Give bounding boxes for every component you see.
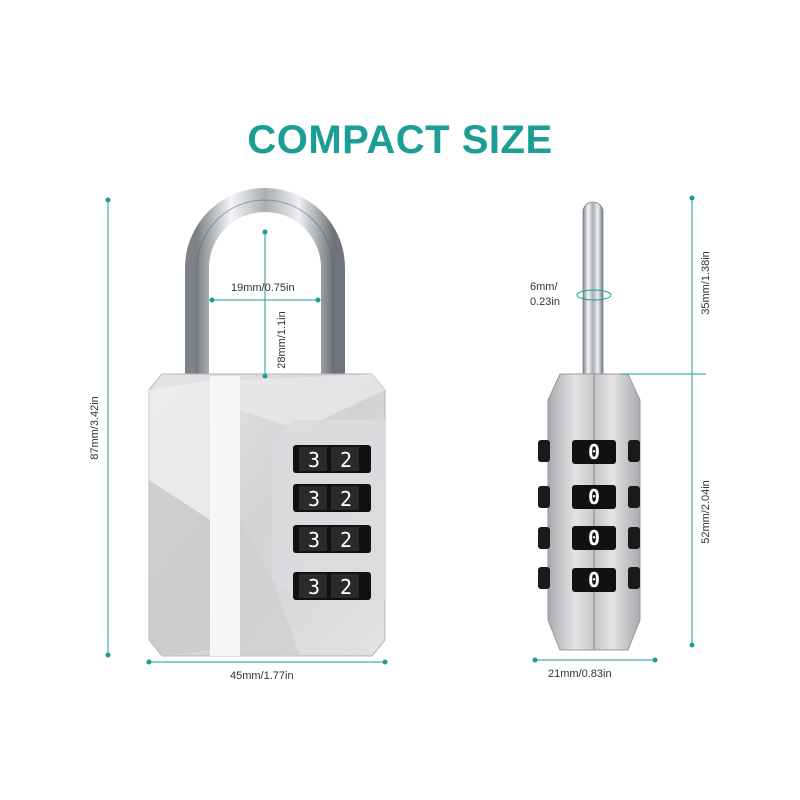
front-dial-3: 3 2 [293,525,371,553]
side-shackle-diameter-label-line2: 0.23in [530,296,560,308]
svg-text:2: 2 [340,528,352,552]
front-shackle-width-label: 19mm/0.75in [231,282,295,294]
side-body-height-label: 52mm/2.04in [700,480,712,544]
side-depth-label: 21mm/0.83in [548,668,612,680]
front-dial-1-digits-left: 3 [308,448,320,472]
side-dial-4: 0 [572,568,616,592]
front-dimension-lines [105,197,388,665]
side-dial-1: 0 [572,440,616,464]
side-shackle [582,201,604,377]
front-total-height-label: 87mm/3.42in [89,396,101,460]
front-dial-2: 3 2 [293,484,371,512]
side-dial-2: 0 [572,485,616,509]
page-title: COMPACT SIZE [247,118,553,162]
front-dial-1-digits-right: 2 [340,448,352,472]
svg-text:0: 0 [588,440,600,464]
svg-text:2: 2 [340,575,352,599]
side-shackle-diameter-label-line1: 6mm/ [530,281,558,293]
side-dimension-lines [532,195,706,663]
svg-text:3: 3 [308,528,320,552]
svg-text:0: 0 [588,526,600,550]
side-padlock: 0 0 0 0 [538,201,641,651]
front-dial-1: 3 2 [293,445,371,473]
svg-text:3: 3 [308,487,320,511]
svg-text:2: 2 [340,487,352,511]
front-padlock: 3 2 3 2 3 2 3 2 [148,188,386,657]
svg-text:3: 3 [308,575,320,599]
side-dial-3: 0 [572,526,616,550]
svg-text:0: 0 [588,485,600,509]
svg-text:0: 0 [588,568,600,592]
front-shackle-clearance-label: 28mm/1.1in [276,311,288,369]
front-width-label: 45mm/1.77in [230,670,294,682]
front-dial-4: 3 2 [293,572,371,600]
side-shackle-height-label: 35mm/1.38in [700,251,712,315]
